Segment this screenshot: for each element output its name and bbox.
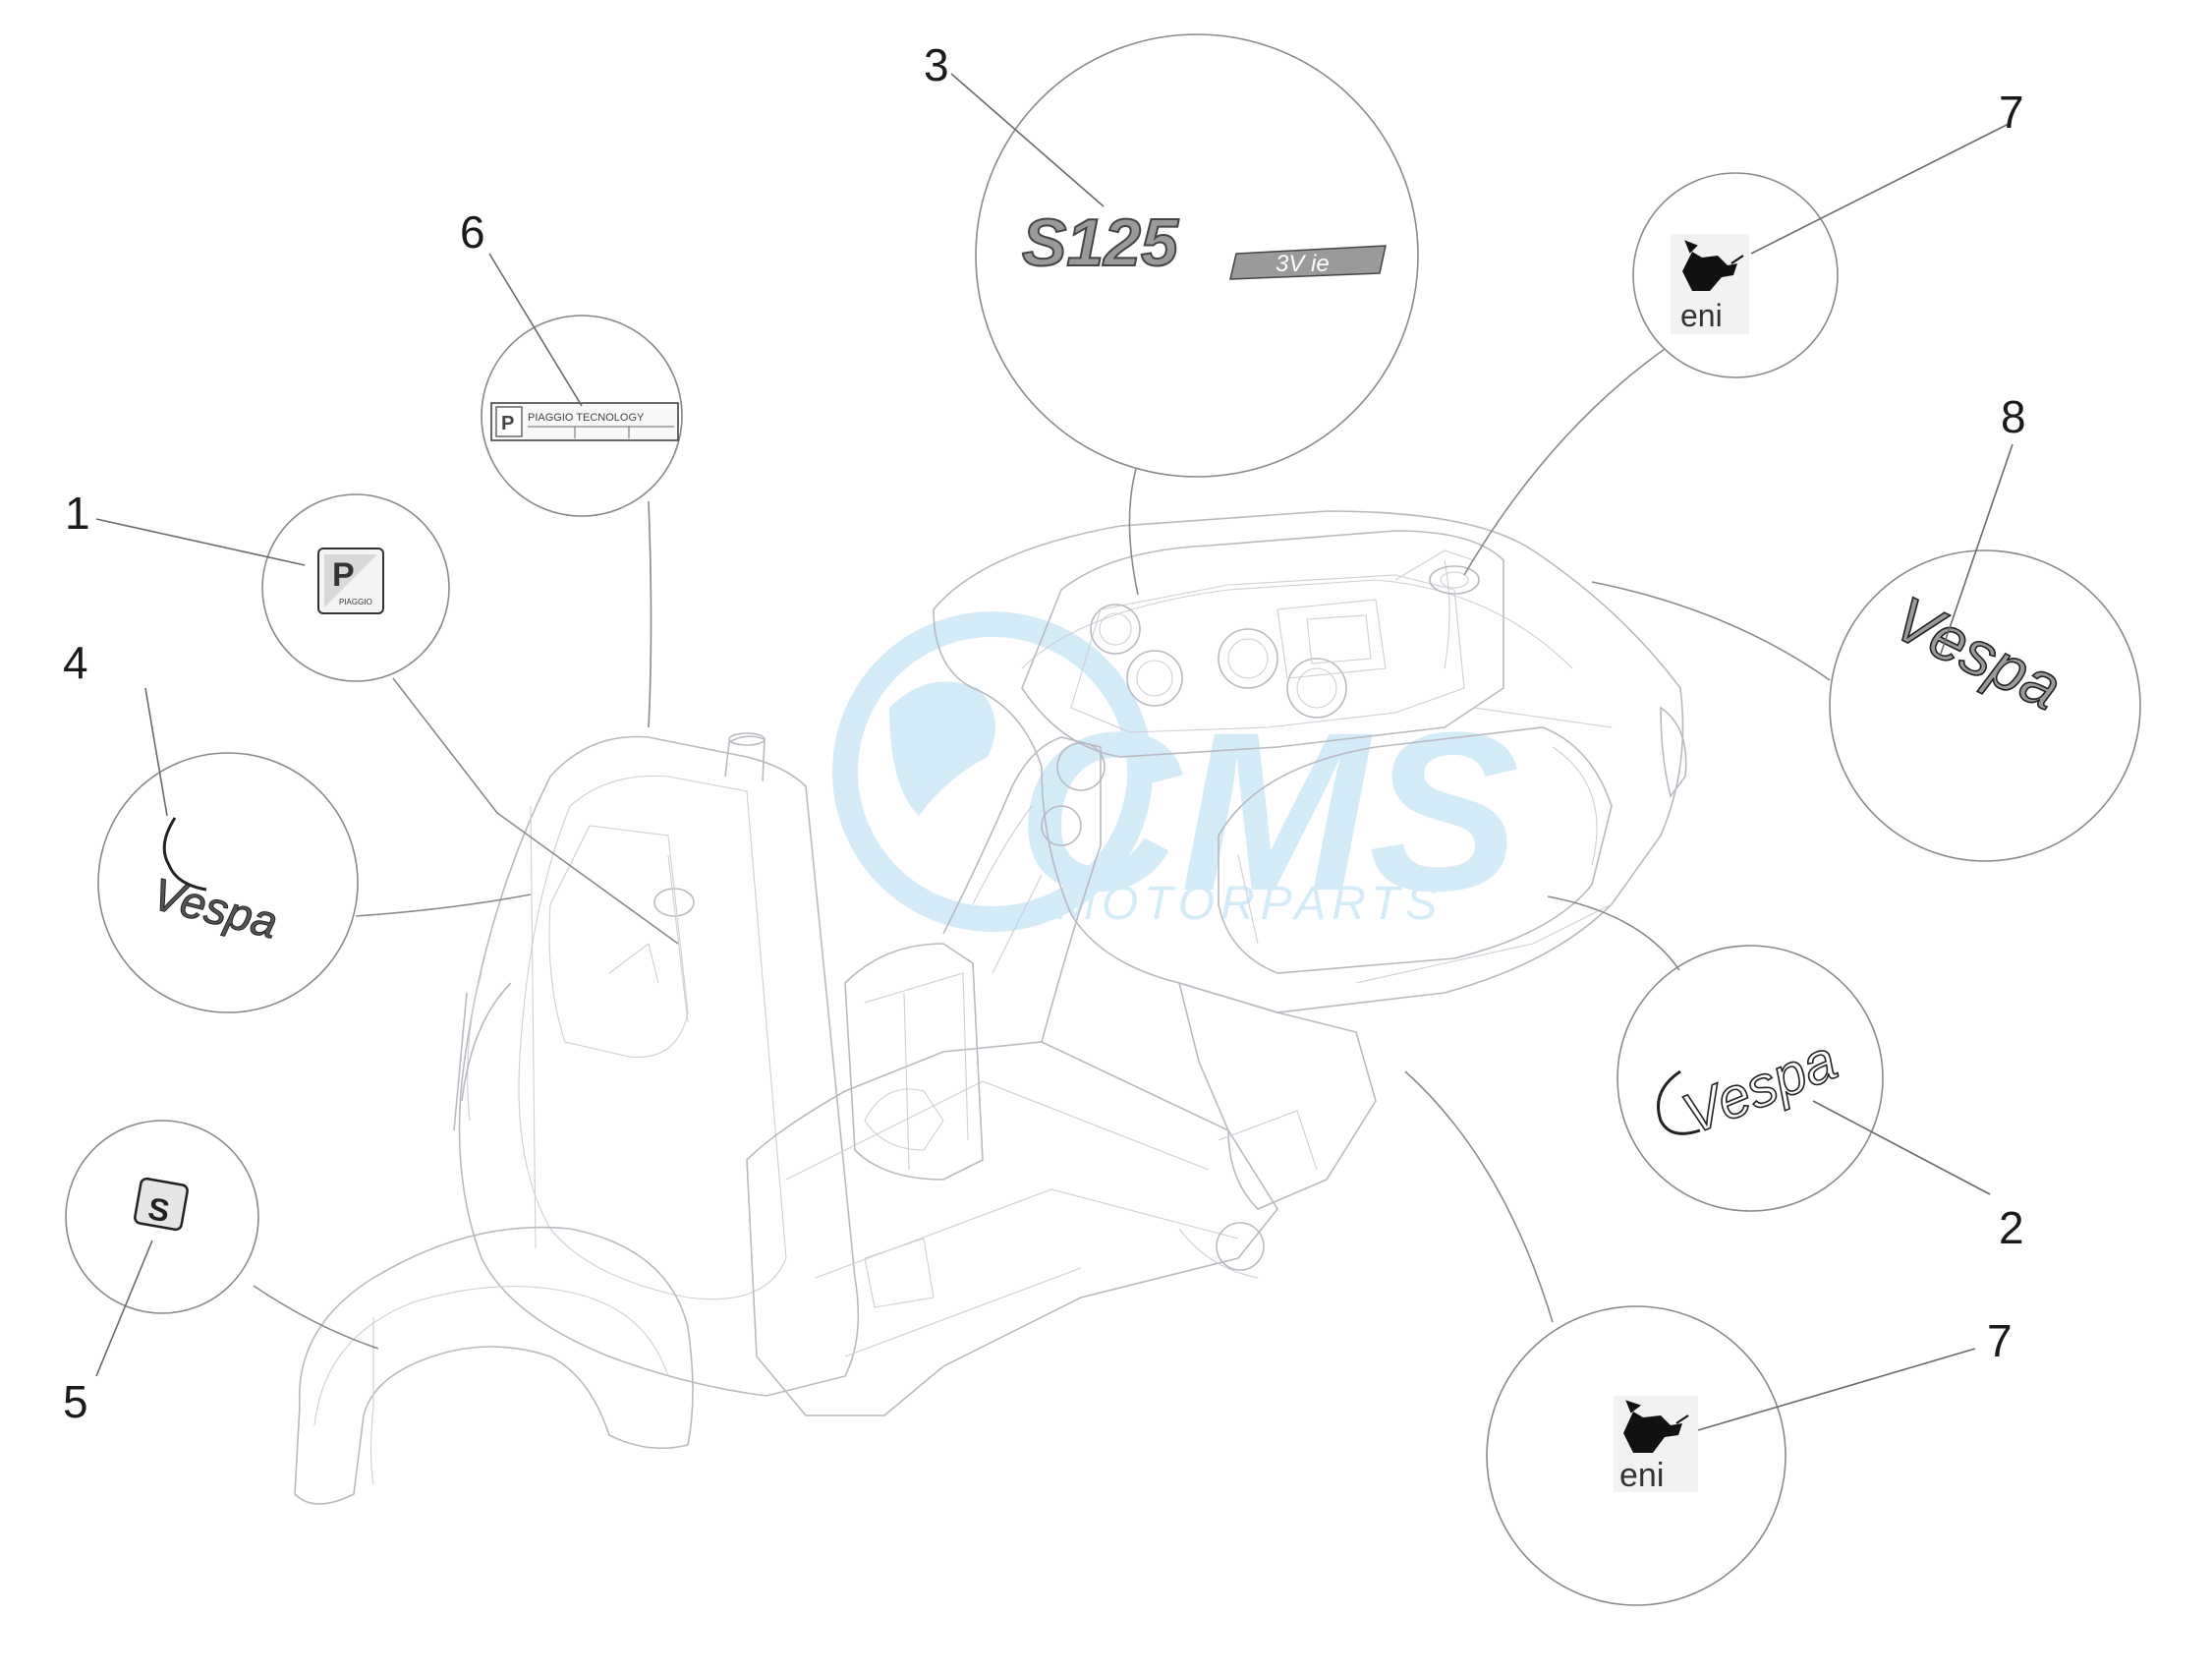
vespa-script-logo-icon: Vespa bbox=[147, 817, 283, 949]
callout-1: P PIAGGIO 1 bbox=[65, 488, 679, 945]
callout-4: Vespa 4 bbox=[63, 637, 532, 1013]
s-badge-icon: S bbox=[134, 1177, 189, 1232]
vespa-script-text: Vespa bbox=[1883, 583, 2072, 723]
s125-main-text: S125 bbox=[1022, 205, 1179, 280]
s125-sub-text: 3V ie bbox=[1276, 251, 1330, 277]
vespa-script-text: Vespa bbox=[1673, 1028, 1845, 1147]
watermark: CMS MOTORPARTS bbox=[832, 611, 1519, 938]
callout-6: P PIAGGIO TECNOLOGY 6 bbox=[460, 206, 683, 728]
vespa-script-logo-icon: Vespa bbox=[1657, 1027, 1846, 1148]
watermark-globe-icon bbox=[832, 611, 1153, 932]
eni-logo-icon: eni bbox=[1671, 234, 1749, 334]
watermark-tagline: MOTORPARTS bbox=[1056, 878, 1443, 930]
callout-3: S125 3V ie 3 bbox=[924, 33, 1419, 596]
callout-7-bottom: eni 7 bbox=[1404, 1070, 2013, 1606]
callout-number: 7 bbox=[1987, 1315, 2013, 1366]
callout-number: 1 bbox=[65, 488, 90, 539]
callout-number: 3 bbox=[924, 39, 949, 90]
svg-text:P: P bbox=[332, 556, 355, 594]
vespa-script-text: Vespa bbox=[147, 868, 282, 949]
vespa-script-logo-icon: Vespa bbox=[1882, 582, 2072, 724]
s125-decal-icon: S125 3V ie bbox=[1021, 204, 1387, 281]
callout-number: 7 bbox=[1999, 87, 2024, 138]
eni-logo-text: eni bbox=[1680, 298, 1723, 333]
svg-text:P: P bbox=[501, 413, 514, 434]
callout-number: 4 bbox=[63, 637, 88, 688]
piaggio-badge-text: PIAGGIO bbox=[339, 598, 372, 606]
piaggio-badge-icon: P PIAGGIO bbox=[317, 548, 384, 614]
callout-number: 8 bbox=[2001, 391, 2026, 442]
scooter-body bbox=[294, 510, 1687, 1505]
callout-2: Vespa 2 bbox=[1547, 895, 2024, 1253]
eni-logo-icon: eni bbox=[1614, 1396, 1698, 1494]
callout-number: 2 bbox=[1999, 1202, 2024, 1253]
eni-logo-text: eni bbox=[1619, 1457, 1664, 1494]
callout-7-top: eni 7 bbox=[1463, 87, 2024, 576]
callout-5: S 5 bbox=[63, 1120, 379, 1427]
piaggio-tecnology-plate-icon: P PIAGGIO TECNOLOGY bbox=[490, 402, 679, 441]
plate-text: PIAGGIO TECNOLOGY bbox=[528, 412, 645, 424]
callout-number: 6 bbox=[460, 206, 485, 258]
callout-number: 5 bbox=[63, 1376, 88, 1427]
